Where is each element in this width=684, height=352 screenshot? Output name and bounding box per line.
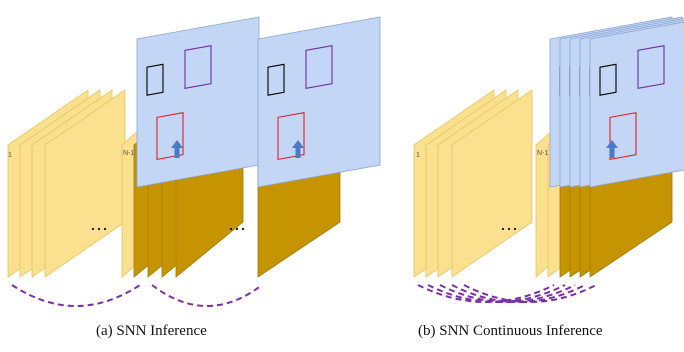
detection-box-black — [267, 63, 285, 96]
frame-label-1: 1 — [416, 152, 420, 159]
detection-box-purple — [184, 44, 212, 90]
ellipsis: … — [228, 214, 246, 234]
panel-snn-continuous-inference: 1N-1NN+1N+2N+3… — [413, 16, 684, 303]
detection-box-black — [146, 63, 164, 96]
output-map-plane — [257, 16, 381, 188]
ellipsis: … — [500, 214, 518, 234]
arrow-shaft — [295, 147, 301, 158]
output-map — [589, 21, 684, 188]
up-arrow-icon — [292, 140, 304, 158]
temporal-arc — [439, 284, 576, 303]
caption-b: (b) SNN Continuous Inference — [418, 323, 603, 339]
detection-box-red — [277, 112, 305, 161]
ellipsis: … — [90, 214, 108, 234]
output-map-plane — [589, 21, 684, 188]
temporal-arc — [427, 284, 566, 303]
frame-label-1: 1 — [8, 152, 12, 159]
arrow-head — [292, 140, 304, 148]
frame-label-n-minus-1: N-1 — [123, 150, 134, 157]
temporal-arc — [151, 284, 263, 307]
up-arrow-icon — [606, 140, 618, 158]
frame-label-n-minus-1: N-1 — [537, 150, 548, 157]
output-map-plane — [136, 16, 260, 188]
temporal-arc — [463, 284, 597, 303]
arrow-head — [171, 140, 183, 148]
detection-box-black — [599, 63, 617, 96]
arrow-shaft — [174, 147, 180, 158]
detection-box-purple — [305, 44, 333, 90]
temporal-arc — [11, 284, 141, 307]
caption-a: (a) SNN Inference — [96, 323, 207, 339]
detection-box-red — [156, 112, 184, 161]
frame-light — [451, 89, 533, 278]
up-arrow-icon — [171, 140, 183, 158]
output-map — [257, 16, 381, 188]
detection-box-purple — [637, 44, 665, 90]
temporal-arc — [451, 284, 586, 303]
panel-snn-inference: 1N-1N2N…… — [7, 16, 381, 307]
arrow-shaft — [609, 147, 615, 158]
output-map — [136, 16, 260, 188]
arrow-head — [606, 140, 618, 148]
